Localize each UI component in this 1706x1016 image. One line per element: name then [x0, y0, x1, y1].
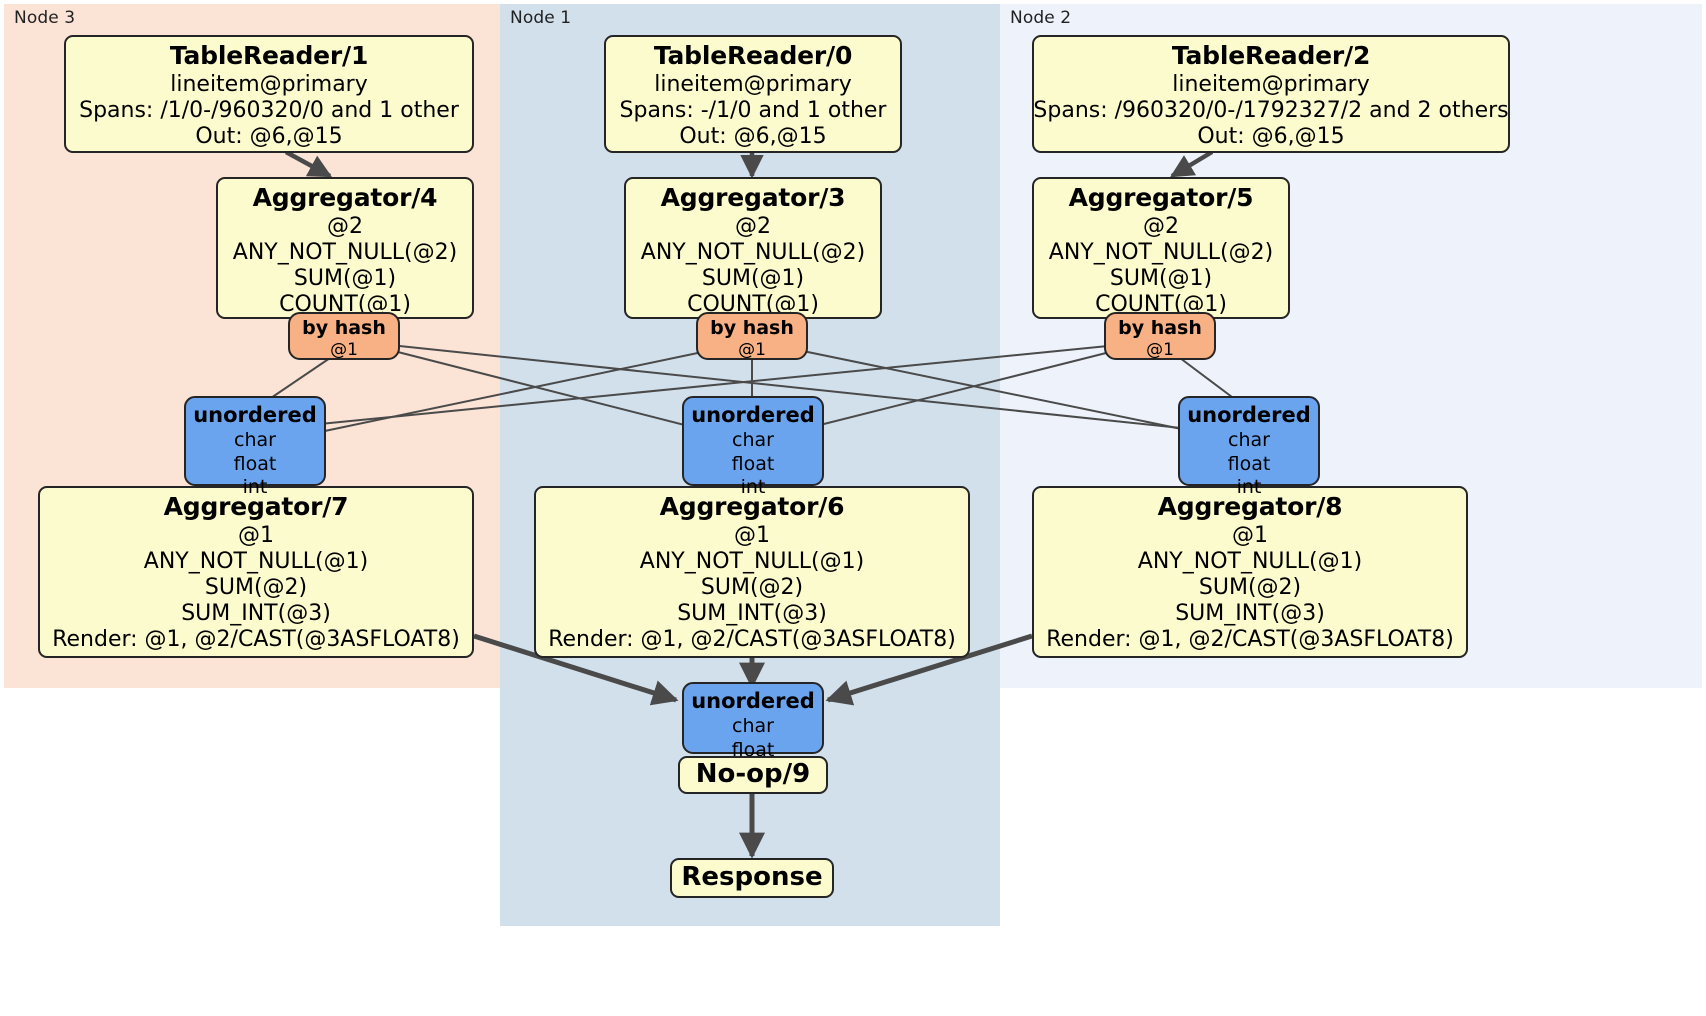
router-title: unordered	[193, 403, 317, 427]
node-panel-label-node2: Node 2	[1010, 8, 1072, 28]
hash-router-node1[interactable]: by hash @1	[696, 312, 808, 360]
hash-router-node3[interactable]: by hash @1	[288, 312, 400, 360]
router-title: unordered	[691, 689, 815, 713]
processor-detail: Out: @6,@15	[679, 123, 827, 149]
processor-aggregator-6[interactable]: Aggregator/6 @1 ANY_NOT_NULL(@1) SUM(@2)…	[534, 486, 970, 658]
processor-detail: @2	[1143, 213, 1179, 239]
processor-detail: Spans: -/1/0 and 1 other	[619, 97, 887, 123]
router-title: unordered	[691, 403, 815, 427]
processor-aggregator-8[interactable]: Aggregator/8 @1 ANY_NOT_NULL(@1) SUM(@2)…	[1032, 486, 1468, 658]
processor-tablereader-2[interactable]: TableReader/2 lineitem@primary Spans: /9…	[1032, 35, 1510, 153]
router-title: by hash	[1118, 317, 1202, 339]
processor-detail: lineitem@primary	[1172, 71, 1370, 97]
processor-detail: SUM(@2)	[1198, 574, 1302, 600]
processor-detail: @1	[1232, 522, 1268, 548]
processor-noop-9[interactable]: No-op/9	[678, 756, 828, 794]
processor-detail: lineitem@primary	[170, 71, 368, 97]
processor-aggregator-5[interactable]: Aggregator/5 @2 ANY_NOT_NULL(@2) SUM(@1)…	[1032, 177, 1290, 319]
processor-detail: @2	[327, 213, 363, 239]
router-detail: float	[731, 452, 775, 475]
sync-router-node3[interactable]: unordered char float int	[184, 396, 326, 498]
router-detail: float	[731, 738, 775, 761]
processor-aggregator-7[interactable]: Aggregator/7 @1 ANY_NOT_NULL(@1) SUM(@2)…	[38, 486, 474, 658]
processor-detail: ANY_NOT_NULL(@2)	[640, 239, 866, 265]
processor-title: No-op/9	[695, 759, 811, 790]
router-detail: char	[732, 428, 774, 451]
node-panel-label-node1: Node 1	[510, 8, 572, 28]
processor-detail: @1	[238, 522, 274, 548]
processor-detail: Out: @6,@15	[195, 123, 343, 149]
processor-detail: @1	[734, 522, 770, 548]
processor-detail: ANY_NOT_NULL(@1)	[639, 548, 865, 574]
router-detail: @1	[738, 339, 766, 360]
hash-router-node2[interactable]: by hash @1	[1104, 312, 1216, 360]
router-detail: @1	[330, 339, 358, 360]
sync-router-node2[interactable]: unordered char float int	[1178, 396, 1320, 498]
processor-detail: Render: @1, @2/CAST(@3ASFLOAT8)	[548, 626, 956, 652]
router-detail: int	[242, 476, 268, 499]
response-node[interactable]: Response	[670, 858, 834, 898]
response-title: Response	[681, 862, 823, 893]
sync-router-node1[interactable]: unordered char float int	[682, 396, 824, 498]
processor-detail: ANY_NOT_NULL(@2)	[1048, 239, 1274, 265]
router-detail: @1	[1146, 339, 1174, 360]
processor-tablereader-1[interactable]: TableReader/1 lineitem@primary Spans: /1…	[64, 35, 474, 153]
router-detail: float	[1227, 452, 1271, 475]
processor-detail: Spans: /960320/0-/1792327/2 and 2 others	[1033, 97, 1509, 123]
processor-title: Aggregator/3	[660, 183, 846, 212]
processor-tablereader-0[interactable]: TableReader/0 lineitem@primary Spans: -/…	[604, 35, 902, 153]
processor-detail: SUM_INT(@3)	[677, 600, 827, 626]
processor-title: TableReader/1	[169, 41, 369, 70]
processor-title: Aggregator/7	[163, 492, 349, 521]
processor-detail: SUM(@2)	[700, 574, 804, 600]
processor-detail: ANY_NOT_NULL(@1)	[143, 548, 369, 574]
processor-detail: Render: @1, @2/CAST(@3ASFLOAT8)	[52, 626, 460, 652]
processor-aggregator-4[interactable]: Aggregator/4 @2 ANY_NOT_NULL(@2) SUM(@1)…	[216, 177, 474, 319]
processor-title: Aggregator/4	[252, 183, 438, 212]
router-detail: int	[740, 476, 766, 499]
processor-detail: SUM(@1)	[293, 265, 397, 291]
processor-detail: SUM(@1)	[1109, 265, 1213, 291]
processor-detail: SUM_INT(@3)	[1175, 600, 1325, 626]
processor-title: Aggregator/6	[659, 492, 845, 521]
processor-detail: SUM(@1)	[701, 265, 805, 291]
processor-detail: Out: @6,@15	[1197, 123, 1345, 149]
processor-title: TableReader/0	[653, 41, 853, 70]
router-detail: float	[233, 452, 277, 475]
router-detail: char	[732, 714, 774, 737]
final-sync-router-node1[interactable]: unordered char float	[682, 682, 824, 760]
processor-detail: Render: @1, @2/CAST(@3ASFLOAT8)	[1046, 626, 1454, 652]
processor-detail: Spans: /1/0-/960320/0 and 1 other	[79, 97, 459, 123]
processor-detail: SUM_INT(@3)	[181, 600, 331, 626]
processor-title: Aggregator/5	[1068, 183, 1254, 212]
router-detail: char	[234, 428, 276, 451]
processor-aggregator-3[interactable]: Aggregator/3 @2 ANY_NOT_NULL(@2) SUM(@1)…	[624, 177, 882, 319]
node-panel-label-node3: Node 3	[14, 8, 76, 28]
processor-title: TableReader/2	[1171, 41, 1371, 70]
processor-detail: ANY_NOT_NULL(@1)	[1137, 548, 1363, 574]
processor-detail: ANY_NOT_NULL(@2)	[232, 239, 458, 265]
router-title: unordered	[1187, 403, 1311, 427]
processor-detail: SUM(@2)	[204, 574, 308, 600]
router-title: by hash	[710, 317, 794, 339]
processor-detail: @2	[735, 213, 771, 239]
processor-title: Aggregator/8	[1157, 492, 1343, 521]
router-detail: int	[1236, 476, 1262, 499]
router-detail: char	[1228, 428, 1270, 451]
router-title: by hash	[302, 317, 386, 339]
processor-detail: lineitem@primary	[654, 71, 852, 97]
